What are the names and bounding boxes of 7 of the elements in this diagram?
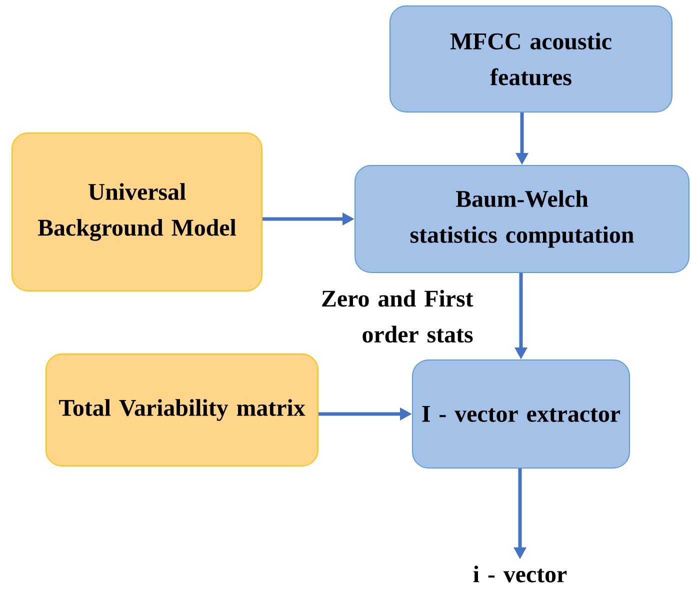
process-box: Baum-Welch statistics computation <box>354 165 690 273</box>
output-label: i - vector <box>473 566 567 582</box>
input-box: Total Variability matrix <box>46 354 318 466</box>
process-box: MFCC acoustic features <box>390 6 672 112</box>
input-box: Universal Background Model <box>12 132 262 292</box>
process-box: I - vector extractor <box>412 360 630 468</box>
edge-label: Zero and First order stats <box>322 290 474 343</box>
